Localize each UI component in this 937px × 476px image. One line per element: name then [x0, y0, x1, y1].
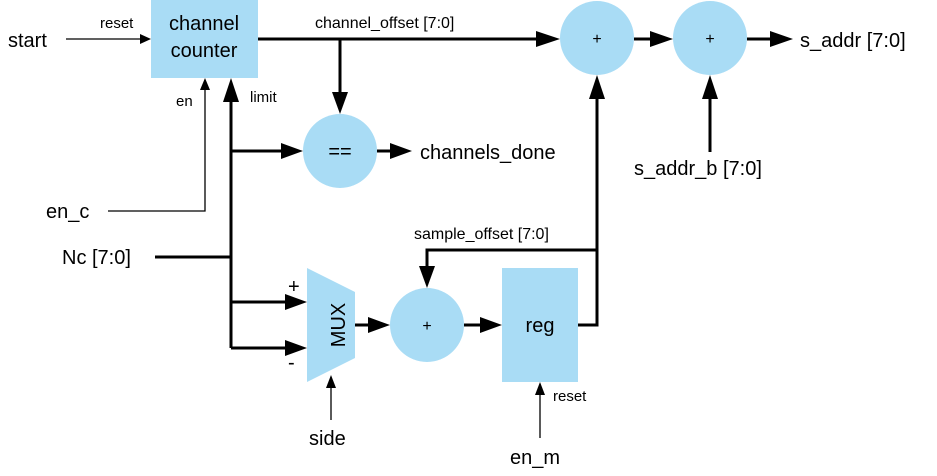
mux-minus-arrowhead — [285, 340, 307, 356]
mux-plus-label: + — [288, 276, 300, 298]
start-arrowhead — [140, 34, 151, 44]
s-addr-b-label: s_addr_b [7:0] — [634, 158, 762, 180]
limit-label: limit — [250, 89, 277, 106]
adder-chain-arrowhead — [650, 31, 673, 47]
en-c-label: en_c — [46, 201, 89, 223]
mux-minus-label: - — [288, 352, 295, 374]
en-m-arrowhead — [535, 382, 545, 395]
channel-offset-arrowhead — [536, 31, 560, 47]
nc-label: Nc [7:0] — [62, 247, 131, 269]
s-addr-arrowhead — [770, 31, 793, 47]
channels-done-label: channels_done — [420, 142, 556, 164]
en-c-wire — [108, 88, 206, 212]
limit-arrowhead — [223, 78, 239, 102]
adder-to-reg-arrowhead — [480, 317, 502, 333]
mux-out-arrowhead — [368, 317, 390, 333]
side-label: side — [309, 428, 346, 450]
feedback-arrowhead — [419, 266, 435, 288]
adder-top-2-circle — [673, 1, 747, 75]
adder-top-1-label: + — [592, 31, 601, 48]
en-c-arrowhead — [200, 78, 210, 90]
comparator-top-arrowhead — [332, 92, 348, 114]
adder-top-2-label: + — [705, 31, 714, 48]
s-addr-label: s_addr [7:0] — [800, 30, 906, 52]
start-label: start — [8, 30, 47, 52]
register-label: reg — [526, 315, 555, 337]
adder-top-1-circle — [560, 1, 634, 75]
limit-to-comparator-arrowhead — [281, 143, 303, 159]
mux-label: MUX — [328, 303, 350, 347]
side-arrowhead — [326, 375, 336, 388]
channel-counter-label-line1: channel — [169, 13, 239, 35]
channels-done-arrowhead — [390, 143, 412, 159]
reg-reset-label: reset — [553, 388, 587, 405]
channel-counter-label-line2: counter — [171, 40, 238, 62]
channel-counter-block — [151, 0, 258, 78]
sample-offset-up-arrowhead — [589, 75, 605, 99]
register-block — [502, 268, 578, 382]
counter-reset-label: reset — [100, 15, 134, 32]
comparator-circle — [303, 114, 377, 188]
s-addr-b-arrowhead — [702, 75, 718, 99]
mux-block — [307, 268, 355, 382]
en-m-label: en_m — [510, 447, 560, 469]
channel-offset-label: channel_offset [7:0] — [315, 15, 454, 32]
comparator-label: == — [328, 141, 351, 163]
en-label: en — [176, 93, 193, 110]
sample-offset-wire — [578, 97, 599, 327]
feedback-wire — [425, 248, 597, 269]
mux-plus-arrowhead — [285, 294, 307, 310]
sample-offset-label: sample_offset [7:0] — [414, 226, 549, 243]
adder-bottom-circle — [390, 288, 464, 362]
adder-bottom-label: + — [422, 318, 431, 335]
